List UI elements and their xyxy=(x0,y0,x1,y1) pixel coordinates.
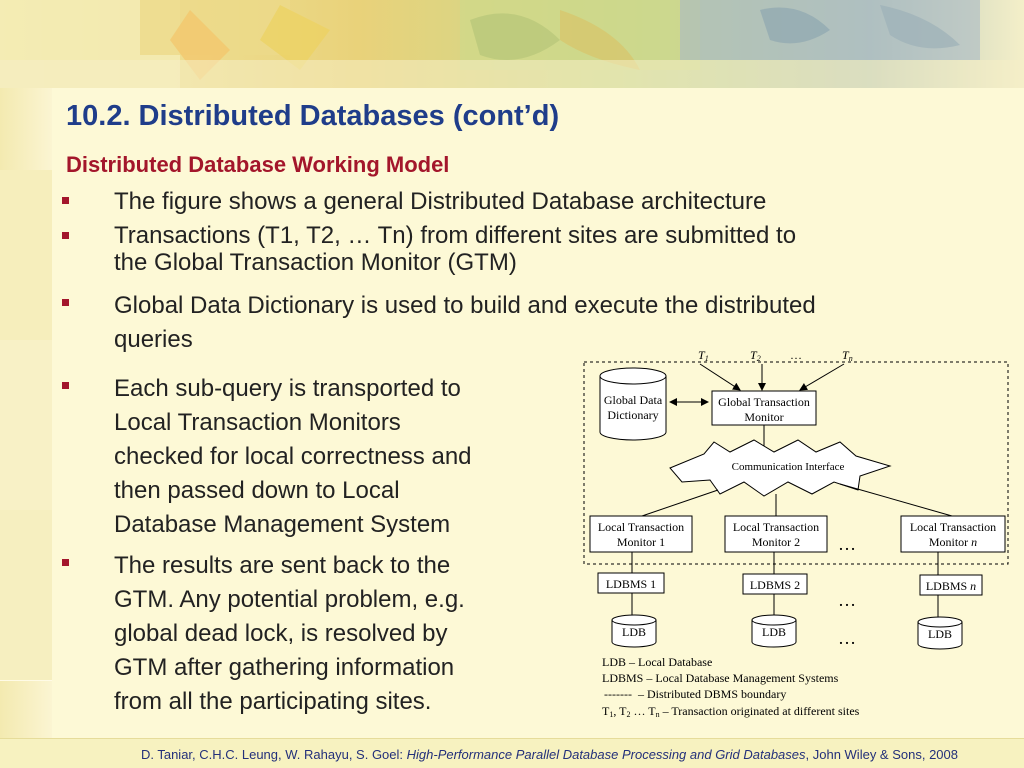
ldbms-2-box: LDBMS 2 xyxy=(742,573,808,595)
svg-text:Local Transaction: Local Transaction xyxy=(910,520,996,534)
svg-text:Communication Interface: Communication Interface xyxy=(732,461,845,473)
ldb-ellipsis: … xyxy=(838,628,856,648)
bullet-marker xyxy=(62,382,69,389)
svg-text:Monitor: Monitor xyxy=(744,410,783,424)
transaction-dots: … xyxy=(790,348,802,362)
dbms-boundary xyxy=(583,361,1009,565)
footer-citation: D. Taniar, C.H.C. Leung, W. Rahayu, S. G… xyxy=(141,747,958,762)
local-transaction-monitor-2: Local Transaction Monitor 2 xyxy=(724,515,828,553)
slide-footer: D. Taniar, C.H.C. Leung, W. Rahayu, S. G… xyxy=(0,738,1024,768)
decorative-left-strip xyxy=(0,0,52,768)
ldb-2-cylinder: LDB xyxy=(751,614,797,648)
bullet-text: Each sub-query is transported to Local T… xyxy=(114,375,472,538)
bullet-marker xyxy=(62,559,69,566)
distributed-db-architecture-diagram: T1 T2 … Tn Global Data Dictionary Global… xyxy=(578,344,1010,724)
bullet-text: Global Data Dictionary is used to build … xyxy=(114,292,816,353)
ldbms-ellipsis: … xyxy=(838,590,856,610)
arrow-t1 xyxy=(699,363,741,391)
footer-publisher: , John Wiley & Sons, 2008 xyxy=(805,747,958,762)
global-data-dictionary: Global Data Dictionary xyxy=(599,367,667,441)
svg-text:Local Transaction: Local Transaction xyxy=(598,520,684,534)
comm-ltm1-line xyxy=(641,489,719,517)
svg-text:Local Transaction: Local Transaction xyxy=(733,520,819,534)
transaction-t1-label: T1 xyxy=(698,348,709,363)
svg-text:Monitor 2: Monitor 2 xyxy=(752,535,800,549)
transaction-tn-label: Tn xyxy=(842,348,853,363)
local-transaction-monitor-n: Local Transaction Monitor n xyxy=(900,515,1006,553)
ldb-1-cylinder: LDB xyxy=(611,614,657,648)
svg-text:LDBMS 1: LDBMS 1 xyxy=(606,577,656,591)
ldbms-n-box: LDBMS n xyxy=(919,574,983,596)
svg-text:LDBMS n: LDBMS n xyxy=(926,579,976,593)
decorative-top-banner xyxy=(0,0,1024,88)
bullet-text: The figure shows a general Distributed D… xyxy=(114,188,767,215)
global-transaction-monitor-box: Global Transaction Monitor xyxy=(711,390,817,426)
transaction-t2-label: T2 xyxy=(750,348,761,363)
footer-authors: D. Taniar, C.H.C. Leung, W. Rahayu, S. G… xyxy=(140,747,407,762)
svg-text:Monitor 1: Monitor 1 xyxy=(617,535,665,549)
ltm-ellipsis: … xyxy=(838,534,856,554)
svg-text:Dictionary: Dictionary xyxy=(607,408,658,422)
bullet-text: Transactions (T1, T2, … Tn) from differe… xyxy=(114,222,797,276)
svg-text:LDB: LDB xyxy=(928,627,952,641)
svg-text:LDBMS – Local Database Managem: LDBMS – Local Database Management System… xyxy=(602,671,839,685)
slide-title: 10.2. Distributed Databases (cont’d) xyxy=(66,100,560,132)
svg-text:Global Data: Global Data xyxy=(604,393,663,407)
svg-text:LDB – Local Database: LDB – Local Database xyxy=(602,655,712,669)
svg-text:Global Transaction: Global Transaction xyxy=(718,395,810,409)
comm-ltmn-line xyxy=(839,483,953,517)
arrow-tn xyxy=(799,363,845,391)
bullet-marker xyxy=(62,299,69,306)
diagram-legend: LDB – Local Database LDBMS – Local Datab… xyxy=(602,655,860,719)
bullet-text: The results are sent back to the GTM. An… xyxy=(114,552,465,715)
ldbms-1-box: LDBMS 1 xyxy=(597,572,665,594)
svg-text:LDB: LDB xyxy=(622,625,646,639)
svg-text:T1, T2 … Tn – Transaction orig: T1, T2 … Tn – Transaction originated at … xyxy=(602,704,860,719)
local-transaction-monitor-1: Local Transaction Monitor 1 xyxy=(589,515,693,553)
svg-text:-------– Distributed DBMS boun: -------– Distributed DBMS boundary xyxy=(604,687,786,701)
communication-interface: Communication Interface xyxy=(669,439,892,497)
slide-subtitle: Distributed Database Working Model xyxy=(66,152,450,177)
bullet-marker xyxy=(62,232,69,239)
footer-book-title: High-Performance Parallel Database Proce… xyxy=(406,747,806,762)
svg-text:Monitor n: Monitor n xyxy=(929,535,977,549)
svg-text:LDBMS 2: LDBMS 2 xyxy=(750,578,800,592)
bullet-marker xyxy=(62,197,69,204)
ldb-n-cylinder: LDB xyxy=(917,616,963,650)
svg-text:LDB: LDB xyxy=(762,625,786,639)
